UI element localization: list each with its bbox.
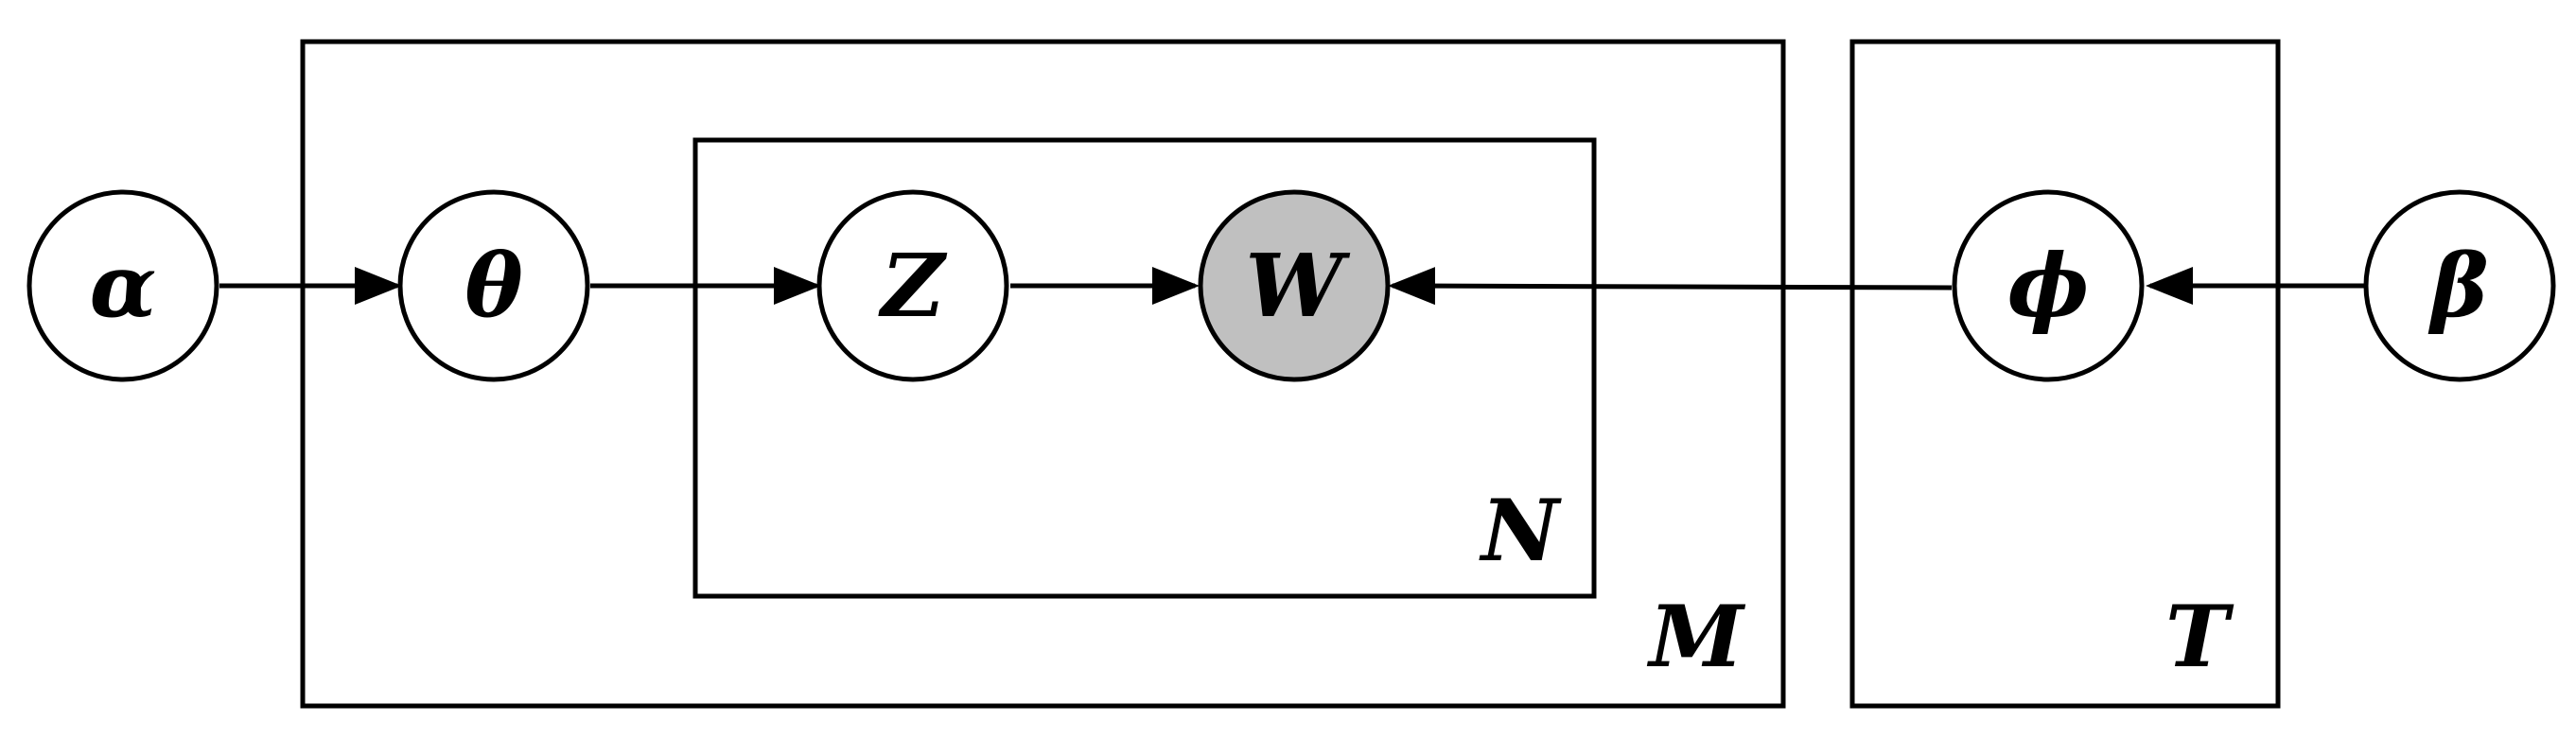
node-phi: ϕ (1952, 189, 2145, 382)
node-theta-label: θ (464, 235, 522, 337)
node-z-circle (816, 189, 1009, 382)
node-beta-circle (2363, 189, 2556, 382)
node-alpha-label: α (90, 235, 157, 337)
plate-T-label: T (2165, 587, 2234, 687)
plate-N (692, 137, 1597, 599)
node-z-label: Z (877, 235, 947, 337)
plate-M (300, 39, 1786, 709)
node-beta: β (2363, 189, 2556, 382)
plate-M-label: M (1646, 587, 1745, 687)
node-phi-circle (1952, 189, 2145, 382)
node-w-label: W (1245, 235, 1350, 337)
node-theta-circle (397, 189, 590, 382)
node-theta: θ (397, 189, 590, 382)
node-z: Z (816, 189, 1009, 382)
plate-T (1849, 39, 2281, 709)
node-alpha: α (26, 189, 219, 382)
node-w: W (1198, 189, 1391, 382)
node-beta-label: β (2427, 235, 2488, 337)
edge-phi-w (1388, 267, 1953, 306)
plate-N-label: N (1479, 481, 1563, 581)
node-phi-label: ϕ (2007, 235, 2090, 337)
node-alpha-circle (26, 189, 219, 382)
node-w-circle (1198, 189, 1391, 382)
